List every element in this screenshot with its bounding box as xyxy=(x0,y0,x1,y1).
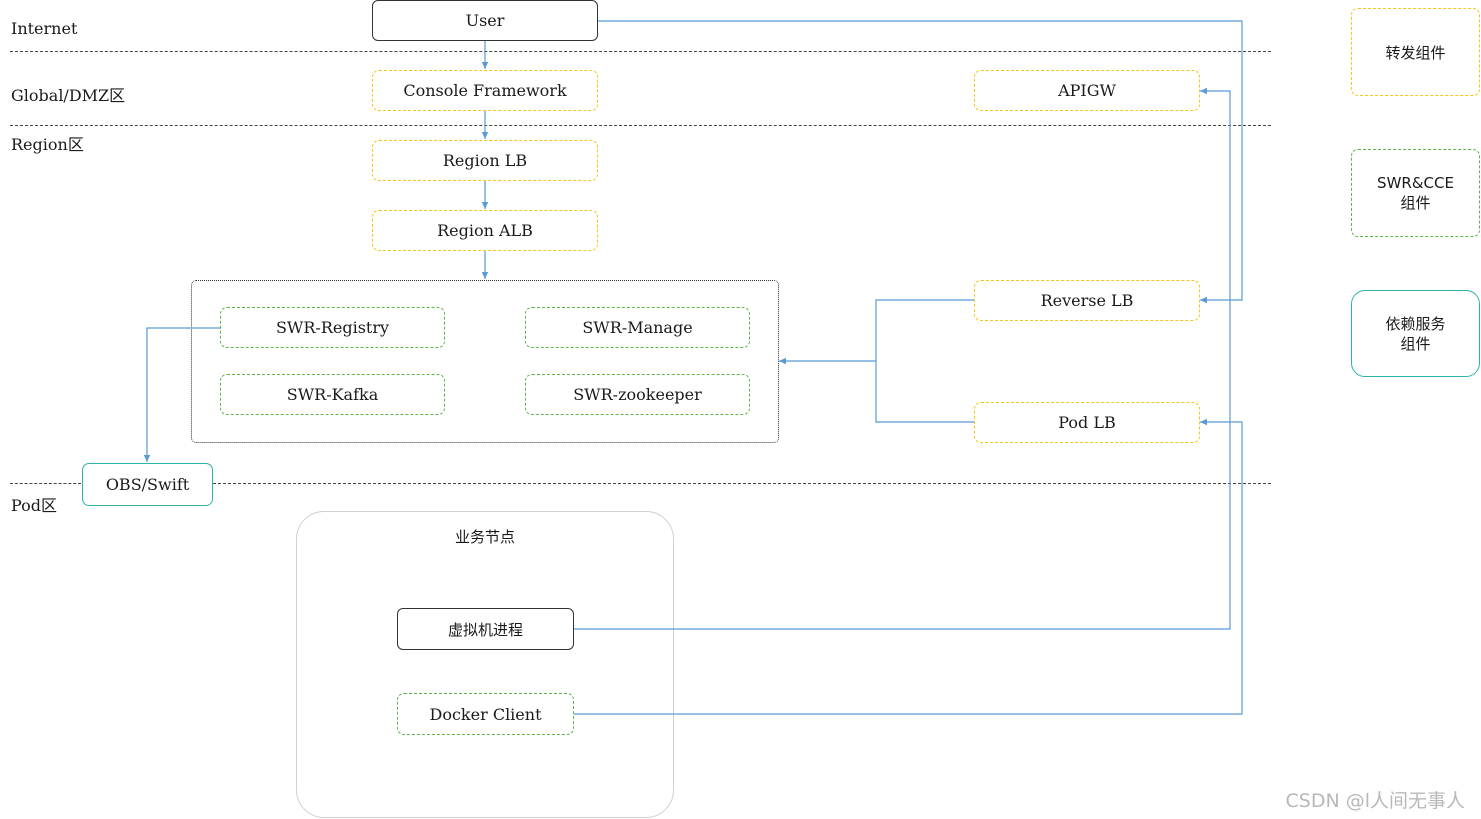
legend-dependency-component: 依赖服务 组件 xyxy=(1351,290,1480,377)
zone-divider-internet-global xyxy=(10,51,1271,52)
obs-swift-node[interactable]: OBS/Swift xyxy=(82,463,213,506)
edge-pod-lb-to-swr-group xyxy=(875,361,974,423)
swr-zookeeper-node[interactable]: SWR-zookeeper xyxy=(525,374,750,415)
region-lb-node[interactable]: Region LB xyxy=(372,140,598,181)
business-node-group: 业务节点 xyxy=(296,511,674,818)
apigw-node[interactable]: APIGW xyxy=(974,70,1200,111)
swr-registry-node[interactable]: SWR-Registry xyxy=(220,307,445,348)
swr-service-group xyxy=(191,280,779,443)
legend-dependency-label-line1: 依赖服务 xyxy=(1385,314,1446,333)
legend-swr-cce-label-line1: SWR&CCE xyxy=(1377,174,1454,192)
edge-docker-client-to-pod-lb xyxy=(574,418,1243,715)
zone-label-global-dmz: Global/DMZ区 xyxy=(11,86,126,105)
docker-client-node[interactable]: Docker Client xyxy=(397,693,574,735)
swr-kafka-node[interactable]: SWR-Kafka xyxy=(220,374,445,415)
zone-divider-region-pod-right xyxy=(213,483,1271,484)
edge-reverse-lb-to-swr-group xyxy=(779,299,974,365)
edge-vm-process-to-apigw xyxy=(574,87,1231,630)
legend-forwarding-label: 转发组件 xyxy=(1385,43,1446,62)
legend-swr-cce-label-line2: 组件 xyxy=(1400,194,1431,212)
zone-label-region: Region区 xyxy=(11,135,84,154)
legend-forwarding-component: 转发组件 xyxy=(1351,8,1480,96)
vm-process-node[interactable]: 虚拟机进程 xyxy=(397,608,574,650)
zone-label-internet: Internet xyxy=(11,19,78,38)
watermark: CSDN @l人间无事人 xyxy=(1285,790,1466,812)
business-node-title: 业务节点 xyxy=(454,528,515,546)
zone-divider-global-region xyxy=(10,125,1271,126)
legend-swr-cce-component: SWR&CCE 组件 xyxy=(1351,149,1480,237)
zone-label-pod: Pod区 xyxy=(11,496,57,515)
swr-manage-node[interactable]: SWR-Manage xyxy=(525,307,750,348)
user-node[interactable]: User xyxy=(372,0,598,41)
reverse-lb-node[interactable]: Reverse LB xyxy=(974,280,1200,321)
region-alb-node[interactable]: Region ALB xyxy=(372,210,598,251)
legend-dependency-label-line2: 组件 xyxy=(1400,334,1431,353)
zone-divider-region-pod-left xyxy=(10,483,81,484)
edge-registry-to-obs xyxy=(143,327,220,462)
console-framework-node[interactable]: Console Framework xyxy=(372,70,598,111)
edge-user-to-reverse-lb xyxy=(598,20,1243,304)
pod-lb-node[interactable]: Pod LB xyxy=(974,402,1200,443)
